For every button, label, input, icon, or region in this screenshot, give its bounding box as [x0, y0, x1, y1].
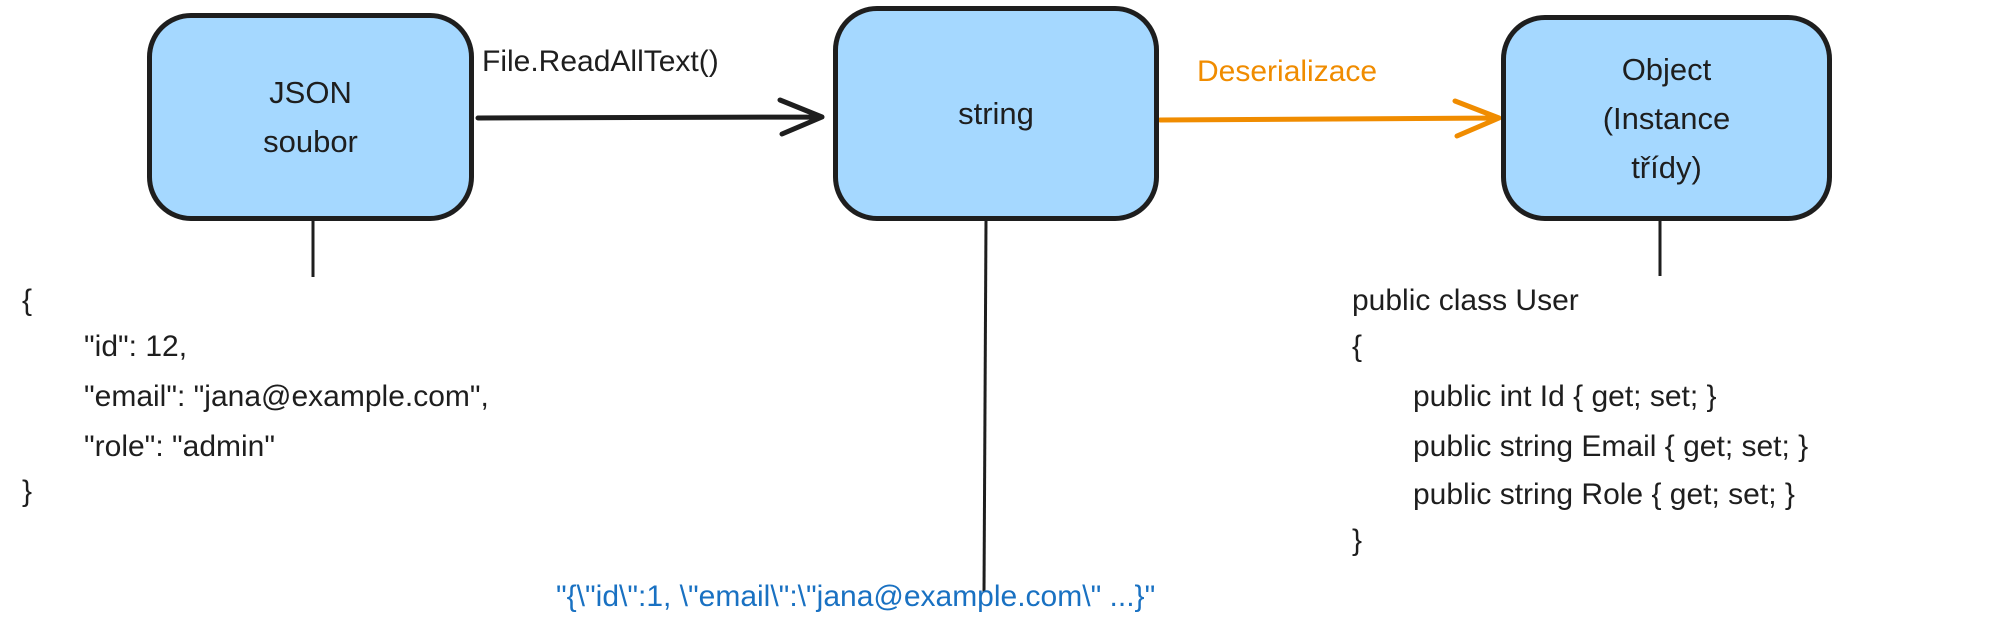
- class-code-line: {: [1352, 330, 1363, 363]
- class-code-line: public class User: [1352, 284, 1579, 317]
- string-connector-line: [982, 219, 988, 593]
- json-code-line: "role": "admin": [84, 430, 276, 463]
- json-code-line: "email": "jana@example.com",: [84, 380, 489, 413]
- class-code-line: }: [1352, 524, 1363, 557]
- json-file-label-2: soubor: [263, 124, 358, 159]
- object-label-1: Object: [1621, 51, 1712, 87]
- deserialize-arrow: [1157, 98, 1502, 139]
- json-code-line: "id": 12,: [84, 330, 188, 363]
- class-code-line: public string Email { get; set; }: [1413, 430, 1809, 463]
- class-code-line: public int Id { get; set; }: [1413, 380, 1717, 413]
- json-code-line: {: [22, 284, 33, 317]
- class-code-line: public string Role { get; set; }: [1413, 478, 1795, 511]
- object-label-3: třídy): [1631, 149, 1702, 185]
- json-file-label-1: JSON: [269, 75, 352, 110]
- string-example: "{\"id\":1, \"email\":\"jana@example.com…: [556, 580, 1156, 613]
- json-file-node[interactable]: JSON soubor: [147, 13, 474, 221]
- deserialize-edge-label: Deserializace: [1197, 55, 1378, 88]
- string-label: string: [958, 96, 1034, 131]
- read-arrow: [475, 97, 825, 137]
- string-node[interactable]: string: [833, 6, 1159, 221]
- object-node[interactable]: Object (Instance třídy): [1501, 15, 1832, 221]
- object-label-2: (Instance: [1602, 100, 1731, 136]
- read-edge-label: File.ReadAllText(): [482, 45, 719, 78]
- json-code-line: }: [22, 475, 33, 508]
